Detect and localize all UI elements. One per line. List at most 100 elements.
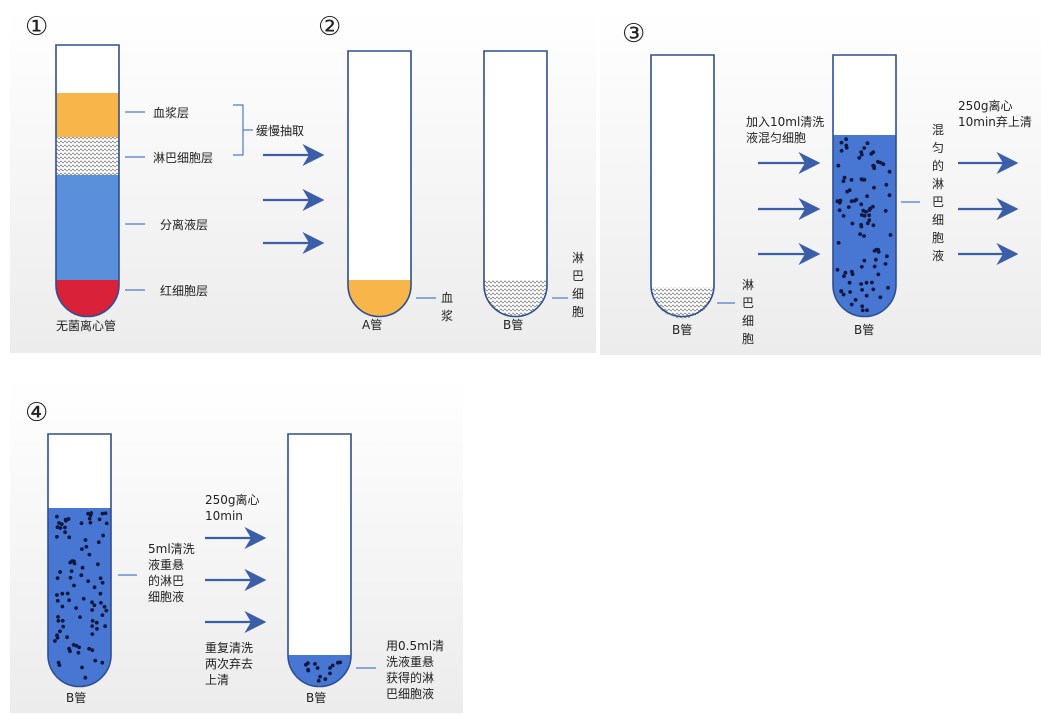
cell-dot (58, 570, 62, 574)
cell-dot (98, 591, 103, 596)
cell-dot (55, 593, 59, 597)
cell-dot (835, 267, 840, 272)
cell-dot (872, 166, 877, 171)
cell-dot (93, 658, 98, 663)
panel-3: ③ B管 淋 巴 细 胞 加入10ml清洗 液混匀细胞 B管 混 匀 的 淋 (622, 19, 1032, 346)
cell-dot (859, 264, 864, 269)
cell-dot (55, 525, 60, 530)
tube-b-content-c1: 巴 (572, 269, 584, 283)
cell-dot (96, 540, 101, 545)
cell-dot (888, 233, 893, 237)
tube-3a-outline (650, 54, 715, 318)
cell-dot (858, 232, 862, 237)
cell-dot (65, 591, 70, 596)
cell-dot (74, 606, 78, 610)
panel-4-number: ④ (25, 398, 48, 428)
cell-dot (318, 674, 322, 679)
label-separation-layer: 分离液层 (160, 217, 208, 232)
cell-dot (80, 547, 84, 551)
step-3b-text-2: 10min弃上清 (958, 114, 1032, 129)
tube-b-content-label: 淋 巴 细 胞 (572, 251, 588, 319)
cell-dot (102, 604, 107, 609)
cell-dot (84, 544, 89, 549)
tube-3b-content-c5: 细 (932, 213, 944, 227)
cell-dot (100, 580, 105, 585)
cell-dot (56, 615, 60, 619)
cell-dot (80, 665, 84, 670)
cell-dot (871, 223, 876, 228)
cell-dot (870, 280, 874, 285)
tube-a-content-label: 血 浆 (441, 291, 457, 323)
cell-dot (94, 620, 99, 625)
tube-3a-content-label: 淋 巴 细 胞 (742, 278, 758, 346)
cell-dot (104, 608, 109, 613)
cell-dot (100, 511, 105, 516)
cell-dot (860, 288, 864, 292)
cell-dot (70, 559, 75, 564)
tube-a-label: A管 (362, 317, 382, 332)
cell-dot (55, 534, 59, 539)
tube-3b-content-c3: 淋 (932, 177, 944, 191)
cell-dot (864, 293, 869, 298)
tube-4b-label: B管 (306, 690, 326, 705)
cell-dot (96, 562, 100, 567)
tube-3a-content-c1: 巴 (742, 296, 754, 310)
red-cell-layer (56, 280, 119, 317)
cell-dot (90, 632, 95, 636)
cell-dot (839, 148, 844, 153)
tube-4b-dots (304, 660, 343, 683)
tube-4b-line-0: 用0.5ml清 (386, 639, 444, 653)
cell-dot (61, 624, 66, 629)
cell-dot (98, 576, 103, 581)
cell-dot (841, 292, 846, 297)
cell-dot (872, 264, 877, 269)
tube-a-body (348, 51, 411, 317)
cell-dot (67, 535, 72, 540)
step-4-bottom-2: 上清 (205, 673, 229, 687)
cell-dot (849, 178, 854, 182)
cell-dot (878, 160, 883, 165)
cell-dot (81, 596, 86, 601)
tube-4b-line-2: 获得的淋 (386, 670, 434, 685)
cell-dot (56, 619, 61, 623)
tube-4a-line-0: 5ml清洗 (148, 542, 195, 556)
cell-dot (88, 513, 93, 518)
cell-dot (80, 565, 85, 570)
panel-3-number: ③ (622, 19, 645, 49)
cell-dot (72, 583, 76, 588)
cell-dot (881, 162, 886, 167)
tube-b-lymph (484, 280, 547, 317)
cell-dot (868, 206, 873, 211)
tube-3b-content-c2: 的 (932, 158, 944, 173)
cell-dot (872, 185, 876, 190)
cell-dot (101, 533, 105, 538)
cell-dot (100, 613, 105, 617)
separation-layer (56, 175, 119, 280)
label-slow-extract: 缓慢抽取 (256, 124, 304, 138)
cell-dot (865, 308, 869, 313)
cell-dot (103, 624, 107, 629)
cell-dot (99, 600, 103, 605)
panel-4: ④ B管 5ml清洗 液重悬 的淋巴 细胞液 250g离心 10min 重复清洗… (25, 398, 444, 705)
cell-dot (306, 661, 310, 665)
cell-dot (57, 663, 62, 667)
cell-dot (885, 254, 889, 259)
cell-dot (83, 675, 88, 680)
cell-dot (860, 308, 865, 313)
cell-dot (60, 618, 65, 623)
tube-4b-suspension (288, 655, 351, 687)
cell-dot (862, 146, 867, 150)
tube-3b-content-label: 混 匀 的 淋 巴 细 胞 液 (932, 123, 948, 263)
cell-dot (876, 272, 881, 277)
tube-4a-dots (53, 511, 109, 680)
cell-dot (846, 205, 851, 210)
tube-3a-lymph (651, 287, 714, 319)
cell-dot (886, 285, 890, 290)
label-plasma-layer: 血浆层 (153, 105, 189, 120)
tube-b-outline (483, 50, 548, 318)
cell-dot (77, 645, 81, 650)
cell-dot (76, 650, 81, 655)
label-red-layer: 红细胞层 (160, 283, 208, 298)
cell-dot (844, 143, 849, 148)
